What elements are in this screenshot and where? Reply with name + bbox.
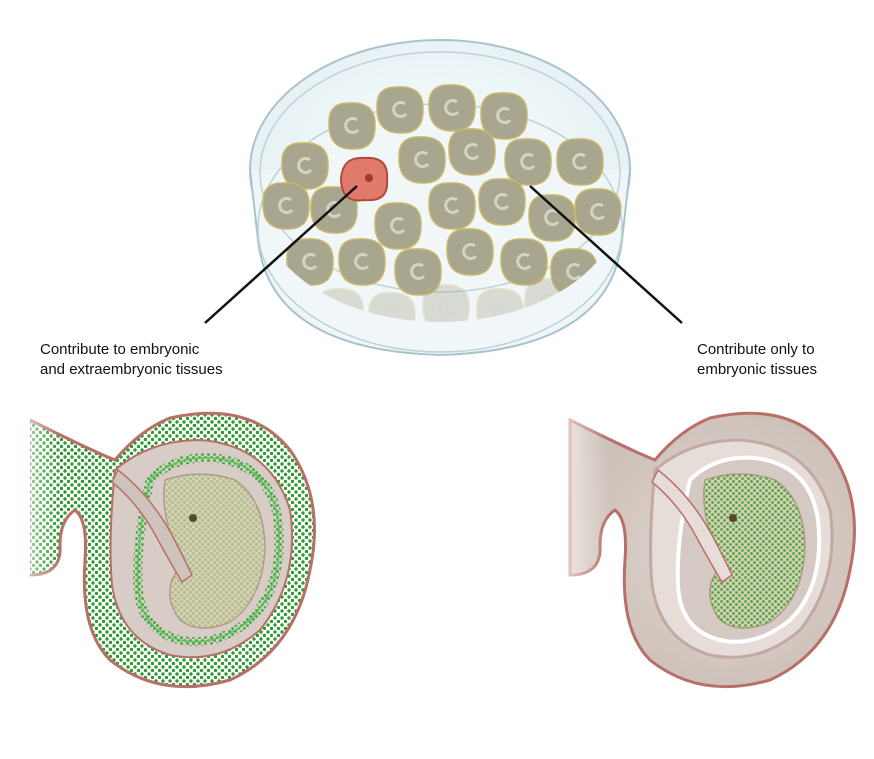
stem-cell — [328, 102, 376, 150]
pointer-line-left — [204, 185, 358, 324]
stem-cell — [376, 86, 424, 134]
stem-cell — [574, 188, 622, 236]
label-right-line1: Contribute only to — [697, 341, 815, 358]
stem-cell — [394, 248, 442, 296]
stem-cell — [262, 182, 310, 230]
stem-cell — [556, 138, 604, 186]
stem-cell — [478, 178, 526, 226]
left-umbilical-stalk — [111, 468, 193, 584]
stem-cell — [374, 202, 422, 250]
pointer-line-right — [529, 185, 683, 324]
right-embryo-eye — [729, 514, 737, 522]
stem-cell — [448, 128, 496, 176]
embryo-right — [560, 400, 856, 689]
label-right: Contribute only to embryonic tissues — [697, 340, 817, 380]
embryo-left — [0, 400, 316, 689]
stem-cell — [310, 186, 358, 234]
stem-cell — [504, 138, 552, 186]
label-left-line1: Contribute to embryonic — [40, 341, 200, 358]
stem-cell — [338, 238, 386, 286]
label-right-line2: embryonic tissues — [697, 361, 818, 378]
left-outer-membrane — [29, 411, 316, 689]
left-embryo-body-dots — [163, 474, 265, 629]
stem-cell — [281, 142, 329, 190]
stem-cell — [422, 284, 470, 322]
stem-cell — [428, 182, 476, 230]
left-fade — [0, 400, 60, 600]
left-green-ring-edge — [137, 456, 280, 643]
label-left-line2: and extraembryonic tissues — [40, 361, 223, 378]
label-left: Contribute to embryonic and extraembryon… — [40, 340, 223, 380]
right-fade — [560, 400, 610, 600]
stem-cell — [500, 238, 548, 286]
stem-cell — [446, 228, 494, 276]
dish-rim-inner — [259, 51, 621, 293]
stem-cell — [528, 194, 576, 242]
right-embryo-body-dots — [703, 474, 805, 629]
left-embryo-eye — [189, 514, 197, 522]
stem-cell — [480, 92, 528, 140]
stem-cell — [428, 84, 476, 132]
stem-cell — [398, 136, 446, 184]
stem-cell — [368, 292, 416, 322]
right-umbilical-stalk — [651, 468, 733, 584]
